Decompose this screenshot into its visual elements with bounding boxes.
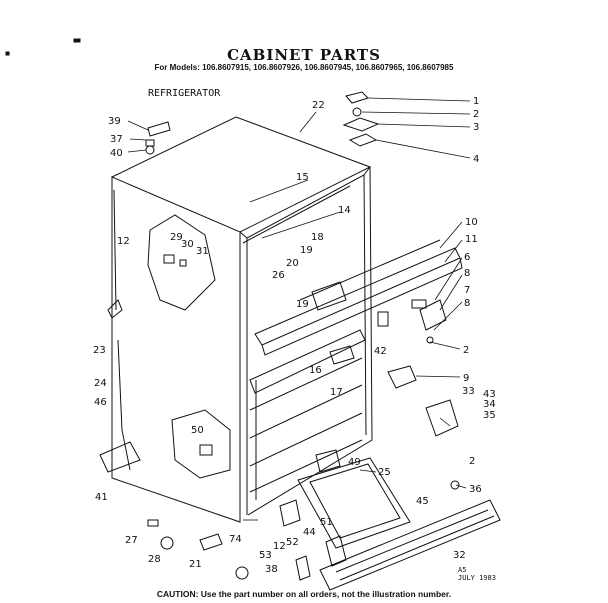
- callout: 22: [312, 100, 325, 111]
- callout: 39: [108, 116, 121, 127]
- callout: 9: [463, 373, 469, 384]
- callout: 35: [483, 410, 496, 421]
- cabinet-shell: [110, 116, 373, 523]
- callout: 42: [374, 346, 387, 357]
- stray-mark: [73, 38, 81, 43]
- callout: 12: [117, 236, 130, 247]
- callout: 74: [229, 534, 242, 545]
- callout: 20: [286, 258, 299, 269]
- callout: 2: [473, 109, 479, 120]
- stray-mark: [5, 51, 10, 56]
- callout: 15: [296, 172, 309, 183]
- mullion-rail: [254, 239, 463, 356]
- lower-hardware: [99, 441, 347, 581]
- inset-detail-upper: [147, 214, 216, 311]
- callout: 43: [483, 389, 496, 400]
- callout: 34: [483, 399, 496, 410]
- callout: 33: [462, 386, 475, 397]
- callout: 17: [330, 387, 343, 398]
- callout: 38: [265, 564, 278, 575]
- revision-stamp: A5 JULY 1983: [458, 566, 496, 582]
- section-label: REFRIGERATOR: [148, 88, 221, 99]
- left-top-bracket: [145, 121, 171, 155]
- callout: 26: [272, 270, 285, 281]
- callout: 41: [95, 492, 108, 503]
- callout: 6: [464, 252, 470, 263]
- side-hardware: [311, 281, 460, 490]
- callout: 37: [110, 134, 123, 145]
- callout: 45: [416, 496, 429, 507]
- callout: 8: [464, 268, 470, 279]
- callout: 19: [296, 299, 309, 310]
- callout: 10: [465, 217, 478, 228]
- callout: 53: [259, 550, 272, 561]
- callout: 23: [93, 345, 106, 356]
- drain-tube: [117, 339, 131, 471]
- callout: 46: [94, 397, 107, 408]
- callout: 25: [378, 467, 391, 478]
- callout: 36: [469, 484, 482, 495]
- diagram-title: CABINET PARTS: [227, 46, 381, 64]
- callout: 32: [453, 550, 466, 561]
- inset-detail-lower: [171, 409, 231, 479]
- caution-note: CAUTION: Use the part number on all orde…: [156, 589, 452, 599]
- callout: 19: [300, 245, 313, 256]
- left-tube: [113, 189, 117, 311]
- callout: 11: [465, 234, 478, 245]
- callout: 50: [191, 425, 204, 436]
- leader-lines: [127, 97, 471, 521]
- callout: 51: [320, 517, 333, 528]
- top-hinge: [342, 91, 380, 147]
- callout: 4: [473, 154, 479, 165]
- callout: 1: [473, 96, 479, 107]
- callout: 18: [311, 232, 324, 243]
- callout: 52: [286, 537, 299, 548]
- callout: 21: [189, 559, 202, 570]
- callout: 8: [464, 298, 470, 309]
- callout-labels: 1 2 3 4 22 39 37 40 15 14 10 11 12 29 30…: [93, 96, 496, 575]
- callout: 49: [348, 457, 361, 468]
- callout: 40: [110, 148, 123, 159]
- callout: 24: [94, 378, 107, 389]
- callout: 7: [464, 285, 470, 296]
- callout: 28: [148, 554, 161, 565]
- callout: 12: [273, 541, 286, 552]
- callout: 44: [303, 527, 316, 538]
- kick-plate-grille: [319, 499, 501, 591]
- callout: 14: [338, 205, 351, 216]
- callout: 31: [196, 246, 209, 257]
- tube-clip: [107, 299, 123, 319]
- drip-tray: [297, 449, 411, 549]
- callout: 2: [463, 345, 469, 356]
- callout: 27: [125, 535, 138, 546]
- callout: 2: [469, 456, 475, 467]
- callout: 29: [170, 232, 183, 243]
- callout: 3: [473, 122, 479, 133]
- callout: 30: [181, 239, 194, 250]
- model-list: For Models: 106.8607915, 106.8607926, 10…: [154, 63, 454, 72]
- callout: 16: [309, 365, 322, 376]
